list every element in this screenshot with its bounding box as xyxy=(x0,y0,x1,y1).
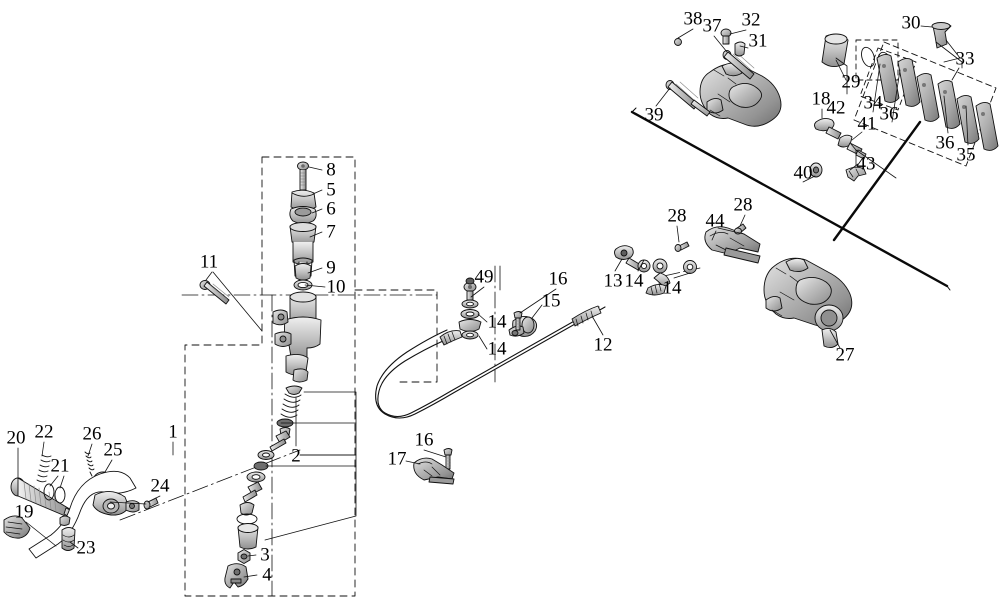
callout-30: 30 xyxy=(901,12,921,34)
callout-24: 24 xyxy=(150,475,170,497)
callout-17: 17 xyxy=(387,448,407,470)
part-29-seals xyxy=(855,39,899,81)
part-38-pin xyxy=(674,38,682,46)
part-9-piston-cup xyxy=(293,257,313,281)
callout-31: 31 xyxy=(748,30,768,52)
callout-38: 38 xyxy=(683,8,703,30)
callout-9: 9 xyxy=(326,257,336,279)
callout-13: 13 xyxy=(603,270,623,292)
callout-11: 11 xyxy=(199,251,219,273)
callout-39: 39 xyxy=(644,104,664,126)
part-2-repair-kit xyxy=(236,385,357,550)
callout-22: 22 xyxy=(34,421,54,443)
callout-1: 1 xyxy=(168,421,178,443)
callout-21: 21 xyxy=(50,455,70,477)
callout-40: 40 xyxy=(793,162,813,184)
part-31-cap xyxy=(734,41,746,57)
part-40-bushing xyxy=(809,162,823,178)
callout-41: 41 xyxy=(857,113,877,135)
callout-20: 20 xyxy=(6,427,26,449)
callout-4: 4 xyxy=(262,564,272,586)
callout-44: 44 xyxy=(705,210,725,232)
callout-33: 33 xyxy=(955,48,975,70)
callout-6: 6 xyxy=(326,198,336,220)
part-24-bolt xyxy=(143,497,159,510)
hose-end-fitting-right xyxy=(571,272,671,327)
part-43-clip xyxy=(845,166,867,182)
part-22-spring xyxy=(36,454,52,483)
callout-23: 23 xyxy=(76,537,96,559)
callout-8: 8 xyxy=(326,159,336,181)
part-23-switch xyxy=(59,515,76,551)
callout-16-b: 16 xyxy=(414,429,434,451)
callout-7: 7 xyxy=(326,221,336,243)
callout-35: 35 xyxy=(956,144,976,166)
part-14-washers xyxy=(637,258,697,274)
callout-29: 29 xyxy=(841,71,861,93)
pad-group-outline xyxy=(853,41,997,167)
reference-rails xyxy=(630,110,949,288)
callout-42: 42 xyxy=(826,97,846,119)
callout-12: 12 xyxy=(593,334,613,356)
part-32-bolt xyxy=(720,28,732,45)
callout-36-b: 36 xyxy=(935,132,955,154)
callout-28-a: 28 xyxy=(667,205,687,227)
part-39-slide-pin xyxy=(665,80,711,117)
callout-27: 27 xyxy=(835,344,855,366)
callout-2: 2 xyxy=(291,445,301,467)
part-6-diaphragm xyxy=(289,206,317,224)
callout-15: 15 xyxy=(541,290,561,312)
part-3-nut xyxy=(237,549,251,564)
part-10-circlip xyxy=(293,279,313,291)
callout-32: 32 xyxy=(741,9,761,31)
callout-34: 34 xyxy=(863,92,883,114)
callout-5: 5 xyxy=(326,179,336,201)
part-8-bolt xyxy=(297,161,309,191)
part-49-bleeder xyxy=(465,277,475,285)
part-26-split-pin xyxy=(84,451,95,477)
part-28-bolts xyxy=(674,223,747,252)
callout-36-a: 36 xyxy=(879,103,899,125)
callout-3: 3 xyxy=(260,544,270,566)
part-17-hose-bracket xyxy=(413,457,455,485)
callout-43: 43 xyxy=(856,153,876,175)
hose-end-fitting-left xyxy=(439,282,482,346)
callout-49: 49 xyxy=(474,266,494,288)
pad-group-34-36-outline xyxy=(859,47,917,111)
callout-18: 18 xyxy=(811,88,831,110)
callout-14-c: 14 xyxy=(624,270,644,292)
part-27-rear-caliper xyxy=(763,257,853,349)
callout-14-a: 14 xyxy=(487,311,507,333)
part-30-shim xyxy=(931,22,952,49)
callout-14-b: 14 xyxy=(487,338,507,360)
part-29-piston xyxy=(821,33,849,67)
callout-28-b: 28 xyxy=(733,194,753,216)
callout-14-d: 14 xyxy=(662,277,682,299)
callout-19: 19 xyxy=(14,501,34,523)
part-13-banjo-bolt xyxy=(614,245,642,271)
part-15-hose-union xyxy=(508,316,538,337)
part-11-bolt xyxy=(199,280,230,305)
pads-and-shims xyxy=(876,53,999,151)
callout-16-a: 16 xyxy=(548,268,568,290)
part-44-caliper-bracket xyxy=(704,226,761,264)
part-16-screw-lower xyxy=(443,448,453,470)
part-37-slide-pin xyxy=(722,50,755,80)
upper-caliper-body xyxy=(699,62,782,127)
part-18-bolt xyxy=(814,117,842,140)
part-4-clevis xyxy=(224,563,249,589)
callout-10: 10 xyxy=(326,276,346,298)
group-1-dashed-outline xyxy=(184,156,356,597)
leader-lines xyxy=(17,25,969,578)
callout-37: 37 xyxy=(702,15,722,37)
callout-25: 25 xyxy=(103,439,123,461)
part-1-master-cylinder-body xyxy=(272,291,322,383)
callout-26: 26 xyxy=(82,423,102,445)
part-12-brake-hose xyxy=(375,306,606,419)
